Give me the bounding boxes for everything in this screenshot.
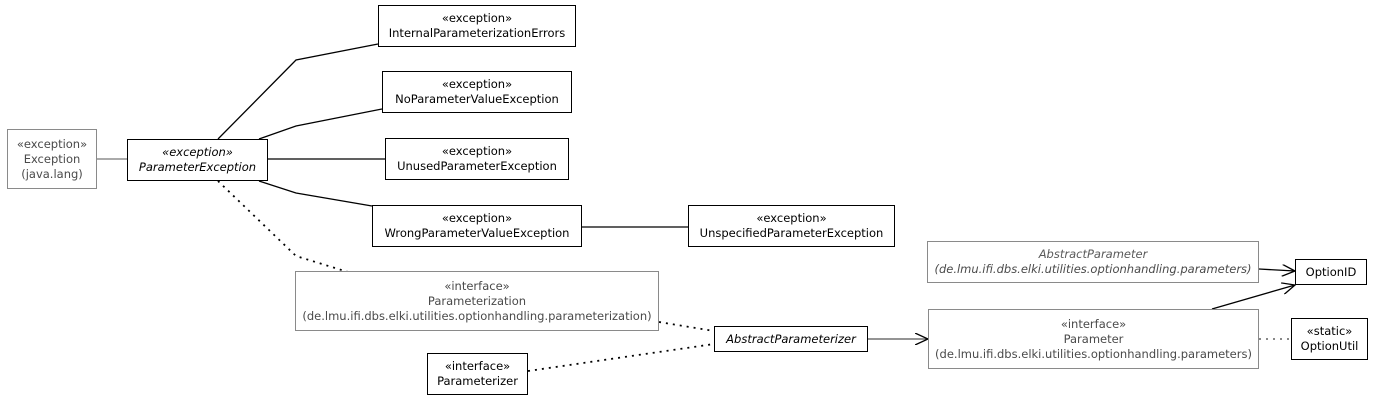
edge-parameter-to-optionid xyxy=(1211,285,1295,310)
class-node-parameterization[interactable]: «interface» Parameterization (de.lmu.ifi… xyxy=(295,271,659,331)
class-node-abstractparameter[interactable]: AbstractParameter (de.lmu.ifi.dbs.elki.u… xyxy=(927,241,1259,283)
class-node-noparametervalueexception[interactable]: «exception» NoParameterValueException xyxy=(382,71,572,113)
class-node-optionid[interactable]: OptionID xyxy=(1295,259,1367,285)
class-name: UnusedParameterException xyxy=(397,159,557,173)
edge-parameterexception-to-parameterization xyxy=(217,180,349,273)
stereotype-label: «exception» xyxy=(441,144,513,158)
package-label: (de.lmu.ifi.dbs.elki.utilities.optionhan… xyxy=(934,262,1252,276)
class-node-internalparameterizationerrors[interactable]: «exception» InternalParameterizationErro… xyxy=(378,5,576,47)
edge-parameterizer-to-abstractparameterizer xyxy=(527,343,715,372)
stereotype-label: «exception» xyxy=(441,11,513,25)
stereotype-label: «static» xyxy=(1306,324,1353,338)
edge-parameterexception-to-noparametervalue xyxy=(258,108,383,140)
class-name: NoParameterValueException xyxy=(395,92,559,106)
class-name: OptionID xyxy=(1305,264,1357,279)
class-name: OptionUtil xyxy=(1300,339,1359,353)
class-name: InternalParameterizationErrors xyxy=(388,26,566,40)
stereotype-label: «interface» xyxy=(1060,316,1127,331)
class-node-optionutil[interactable]: «static» OptionUtil xyxy=(1291,318,1368,360)
stereotype-label: «exception» xyxy=(441,77,513,91)
stereotype-label: «interface» xyxy=(444,278,510,293)
class-node-wrongparametervalueexception[interactable]: «exception» WrongParameterValueException xyxy=(372,205,582,247)
edge-parameterexception-to-internalerrors xyxy=(217,43,379,140)
class-name: Parameterization xyxy=(427,293,527,308)
class-node-parameterexception[interactable]: «exception» ParameterException xyxy=(127,139,268,181)
stereotype-label: «exception» xyxy=(16,136,88,151)
class-name: Parameter xyxy=(1063,331,1124,346)
class-node-parameterizer[interactable]: «interface» Parameterizer xyxy=(427,353,528,395)
stereotype-label: «exception» xyxy=(441,211,513,225)
package-label: (java.lang) xyxy=(21,166,83,181)
class-node-unspecifiedparameterexception[interactable]: «exception» UnspecifiedParameterExceptio… xyxy=(688,205,895,247)
stereotype-label: «exception» xyxy=(756,211,827,225)
package-label: (de.lmu.ifi.dbs.elki.utilities.optionhan… xyxy=(935,346,1252,361)
class-name: AbstractParameterizer xyxy=(726,331,856,346)
class-name: UnspecifiedParameterException xyxy=(699,226,884,240)
class-name: AbstractParameter xyxy=(1038,247,1148,261)
stereotype-label: «exception» xyxy=(162,145,233,159)
package-label: (de.lmu.ifi.dbs.elki.utilities.optionhan… xyxy=(302,308,652,323)
class-node-parameter[interactable]: «interface» Parameter (de.lmu.ifi.dbs.el… xyxy=(928,309,1259,369)
class-node-exception[interactable]: «exception» Exception (java.lang) xyxy=(7,129,97,189)
class-name: WrongParameterValueException xyxy=(384,226,570,240)
class-node-unusedparameterexception[interactable]: «exception» UnusedParameterException xyxy=(385,138,569,180)
edge-parameterization-to-abstractparameterizer xyxy=(658,321,715,332)
edge-parameterexception-to-wrongvalue xyxy=(258,180,373,207)
stereotype-label: «interface» xyxy=(444,359,511,373)
class-name: ParameterException xyxy=(138,160,257,174)
edge-abstractparameter-to-optionid xyxy=(1258,269,1295,271)
class-name: Exception xyxy=(23,151,81,166)
class-node-abstractparameterizer[interactable]: AbstractParameterizer xyxy=(714,326,868,352)
class-name: Parameterizer xyxy=(437,374,518,388)
